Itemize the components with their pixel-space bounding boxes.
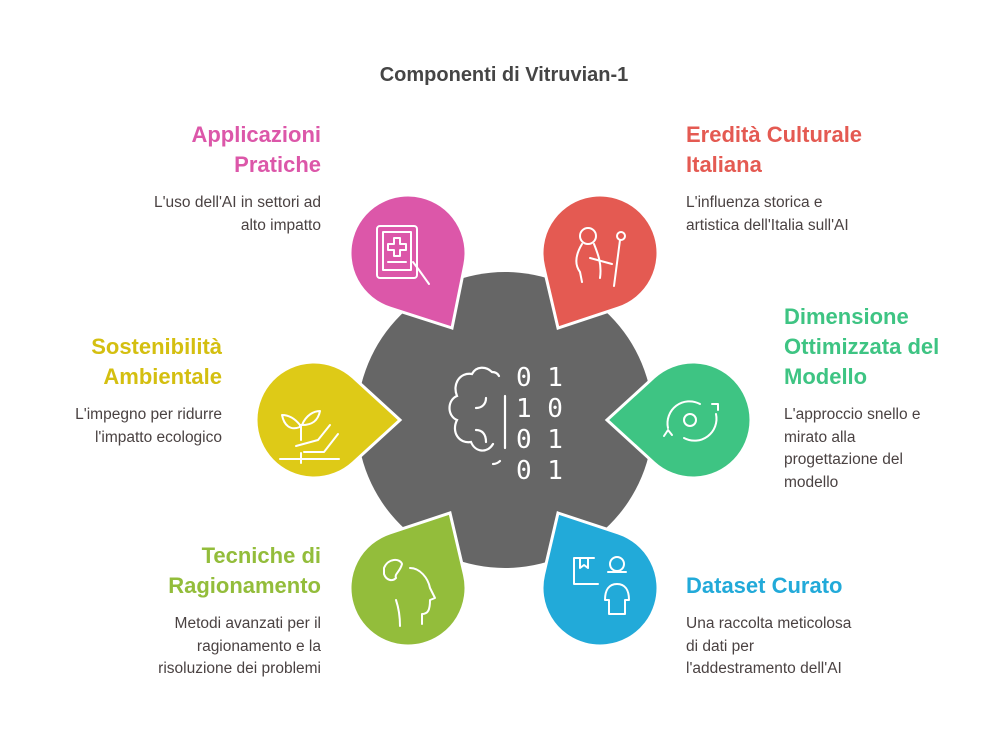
item-dataset: Dataset Curato Una raccolta meticolosa d… (686, 571, 946, 681)
item-dimensione: Dimensione Ottimizzata del Modello L'app… (784, 302, 984, 494)
medical-tablet-icon (376, 225, 430, 285)
item-desc: L'influenza storica e artistica dell'Ita… (686, 194, 849, 234)
gear-cycle-icon (663, 400, 719, 442)
diagram-title: Componenti di Vitruvian-1 (379, 64, 629, 86)
binary-row: 0 1 (516, 425, 563, 455)
petal-applicazioni (348, 193, 468, 330)
item-title: Dimensione Ottimizzata del Modello (784, 304, 940, 389)
puzzle-head-icon (383, 558, 436, 627)
petal-tecniche (348, 511, 468, 648)
plant-hand-icon (279, 410, 340, 464)
delivery-person-icon (573, 556, 630, 615)
item-title: Eredità Culturale Italiana (686, 122, 863, 177)
item-desc: Una raccolta meticolosa di dati per l'ad… (686, 615, 852, 677)
item-desc: L'impegno per ridurre l'impatto ecologic… (75, 406, 222, 446)
item-applicazioni: Applicazioni Pratiche L'uso dell'AI in s… (61, 120, 321, 237)
item-desc: Metodi avanzati per il ragionamento e la… (158, 615, 321, 677)
item-desc: L'uso dell'AI in settori ad alto impatto (153, 194, 321, 234)
item-tecniche: Tecniche di Ragionamento Metodi avanzati… (61, 541, 321, 681)
item-title: Tecniche di Ragionamento (168, 543, 321, 598)
binary-row: 0 1 (516, 456, 563, 486)
item-sostenibilita: Sostenibilità Ambientale L'impegno per r… (0, 332, 222, 449)
petal-dimensione (604, 360, 753, 480)
item-title: Sostenibilità Ambientale (91, 334, 222, 389)
item-title: Dataset Curato (686, 573, 843, 598)
item-title: Applicazioni Pratiche (191, 122, 321, 177)
petal-dataset (540, 511, 660, 648)
binary-row: 0 1 (516, 363, 563, 393)
petal-sostenibilita (254, 360, 403, 480)
brain-binary-icon: 0 1 1 0 0 1 0 1 (448, 363, 563, 486)
item-eredita: Eredità Culturale Italiana L'influenza s… (686, 120, 946, 237)
item-desc: L'approccio snello e mirato alla progett… (784, 406, 921, 491)
binary-row: 1 0 (516, 394, 563, 424)
statue-figure-icon (575, 227, 626, 287)
